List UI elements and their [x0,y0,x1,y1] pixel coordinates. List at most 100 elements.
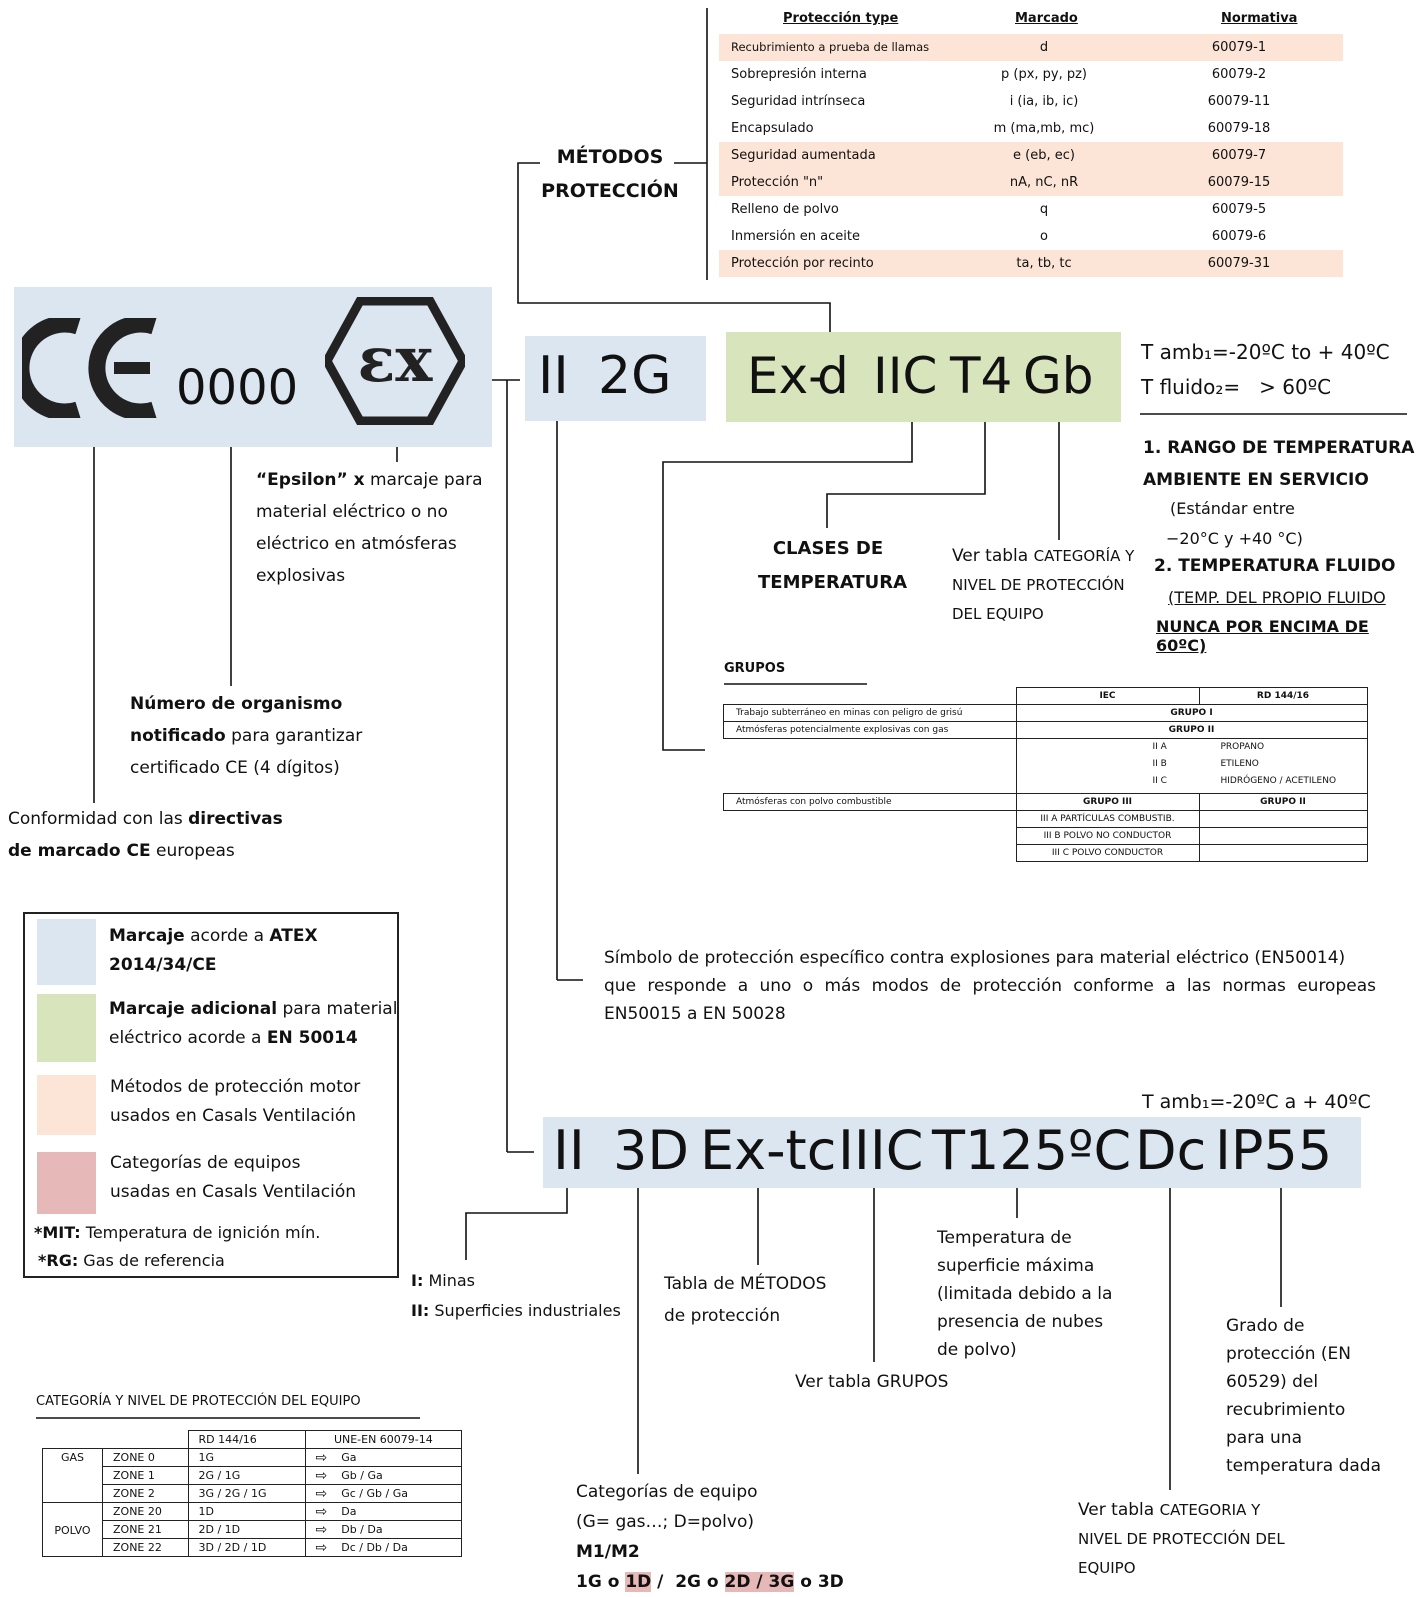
grupos-iiia: III A PARTÍCULAS COMBUSTIB. [1015,810,1200,828]
metodos-table-header: Protección type Marcado Normativa [719,8,1343,34]
metodos-row: Relleno de polvo q 60079-5 [719,196,1343,223]
grupos-iia-gas: PROPANO [1220,742,1265,752]
clases-label: CLASES DE TEMPERATURA [758,532,907,600]
legend-blue-t1: acorde a [184,926,270,946]
vt-bottom-1b: CATEGORIA Y [1159,1501,1261,1519]
metodos-norma: 60079-5 [1211,202,1267,217]
metodos-type: Protección "n" [731,175,824,190]
legend-pink-2: usadas en Casals Ventilación [110,1182,357,1202]
conform-bold2: de marcado CE [8,841,151,861]
tamb-top: T amb₁=-20ºC to + 40ºC [1141,340,1390,364]
cat-une: Db / Da [331,1520,463,1539]
metodos-table: Protección type Marcado Normativa Recubr… [719,8,1343,277]
ip-1: Grado de [1226,1316,1305,1336]
tsup-2: superficie máxima [937,1256,1095,1276]
notified-body-number: 0000 [176,360,299,416]
cat-une: Da [331,1502,463,1521]
grupos-table: IEC RD 144/16 Trabajo subterráneo en min… [723,687,1368,862]
cat-ref-4d: 2D / 3G [724,1572,795,1592]
ex-hexagon-icon: εx [325,297,465,425]
cat-une: Gc / Gb / Ga [331,1484,463,1503]
grupos-r3: Atmósferas con polvo combustible [723,793,1017,811]
metodos-marcado: o [1040,229,1048,244]
grupos-h-iec: IEC [1015,687,1200,705]
legend-pink-1: Categorías de equipos [110,1153,301,1173]
metodos-norma: 60079-11 [1207,94,1271,109]
cat-une: Dc / Db / Da [331,1538,463,1557]
category-bottom: 3D [613,1119,689,1182]
metodos-marcado: e (eb, ec) [1013,148,1075,163]
metodos-norma: 60079-31 [1207,256,1271,271]
legend-green-b1: Marcaje adicional [109,999,278,1019]
grupos-gas-subgroups: II A PROPANO II B ETILENO II C HIDRÓGENO… [1015,738,1368,794]
legend-rg-b: *RG: [38,1251,79,1270]
grupos-r1: Trabajo subterráneo en minas con peligro… [723,704,1017,722]
vertabla-top-2: NIVEL DE PROTECCIÓN [952,576,1125,594]
epl-top: Gb [1023,347,1094,405]
grupos-h-rd: RD 144/16 [1198,687,1368,705]
epsilon-bold: “Epsilon” x [256,470,365,490]
cat-polvo-label: POLVO [42,1502,103,1557]
cat-arrow: ⇨ [304,1520,332,1539]
group-top: II [538,346,569,406]
legend-green-b2: EN 50014 [266,1028,358,1048]
cat-rd: 3G / 2G / 1G [187,1484,306,1503]
cat-rd: 2D / 1D [187,1520,306,1539]
grupos-iic: II C [1152,776,1167,786]
tfluido-top: T fluido₂= > 60ºC [1141,375,1332,399]
legend-green-t1: para material [277,999,398,1019]
dust-group-bottom: IIIC [838,1119,924,1182]
tsup-5: de polvo) [937,1340,1017,1360]
metodos-norma: 60079-6 [1211,229,1267,244]
grupos-r2: Atmósferas potencialmente explosivas con… [723,721,1017,739]
grupos-r1v: GRUPO I [1015,704,1368,722]
legend-blue-text: Marcaje acorde a ATEX 2014/34/CE [109,922,318,980]
metodos-ref-label: Tabla de MÉTODOS de protección [664,1268,826,1332]
cat-zone: ZONE 22 [102,1538,189,1557]
cat-rd: 1G [187,1448,306,1467]
grupos-iib-gas: ETILENO [1220,759,1259,769]
ip-label: Grado de protección (EN 60529) del recub… [1226,1312,1381,1480]
metodos-norma: 60079-1 [1211,40,1267,55]
legend-rg-t: Gas de referencia [78,1251,225,1270]
cat-zone: ZONE 20 [102,1502,189,1521]
ip-4: recubrimiento [1226,1400,1346,1420]
metodos-norma: 60079-15 [1207,175,1271,190]
metodos-ref-2: de protección [664,1306,781,1326]
metodos-type: Seguridad aumentada [731,148,876,163]
ce-logo-icon [22,318,157,418]
metodos-type: Relleno de polvo [731,202,839,217]
cat-ref-4e: o 3D [794,1572,844,1592]
cat-rd: 3D / 2D / 1D [187,1538,306,1557]
legend-swatch-pink [37,1152,96,1214]
rango-sub-1: (Estándar entre [1170,499,1295,518]
metodos-type: Recubrimiento a prueba de llamas [731,40,930,54]
header-marcado: Marcado [1015,11,1078,26]
rango-title: 1. RANGO DE TEMPERATURA AMBIENTE EN SERV… [1143,432,1414,496]
metodos-type: Protección por recinto [731,256,874,271]
cat-ref-3: M1/M2 [576,1542,640,1562]
header-normativa: Normativa [1221,11,1298,26]
metodos-marcado: m (ma,mb, mc) [993,121,1095,136]
simbolo-line1: Símbolo de protección específico contra … [604,948,1346,968]
metodos-type: Encapsulado [731,121,814,136]
grupos-ref-label: Ver tabla GRUPOS [795,1372,949,1392]
temp-class-top: T4 [950,347,1013,405]
ip-6: temperatura dada [1226,1456,1382,1476]
svg-text:εx: εx [358,323,434,396]
metodos-marcado: nA, nC, nR [1009,175,1079,190]
tsup-3: (limitada debido a la [937,1284,1113,1304]
metodos-ref-1: Tabla de MÉTODOS [664,1274,827,1294]
legend-swatch-blue [37,919,96,985]
metodos-title: MÉTODOS PROTECCIÓN [540,140,680,208]
legend-rg: *RG: Gas de referencia [38,1251,225,1270]
cat-ref-4: 1G o 1D / 2G o 2D / 3G o 3D [576,1567,844,1597]
categoria-title: CATEGORÍA Y NIVEL DE PROTECCIÓN DEL EQUI… [36,1394,361,1409]
metodos-marcado: q [1039,202,1049,217]
